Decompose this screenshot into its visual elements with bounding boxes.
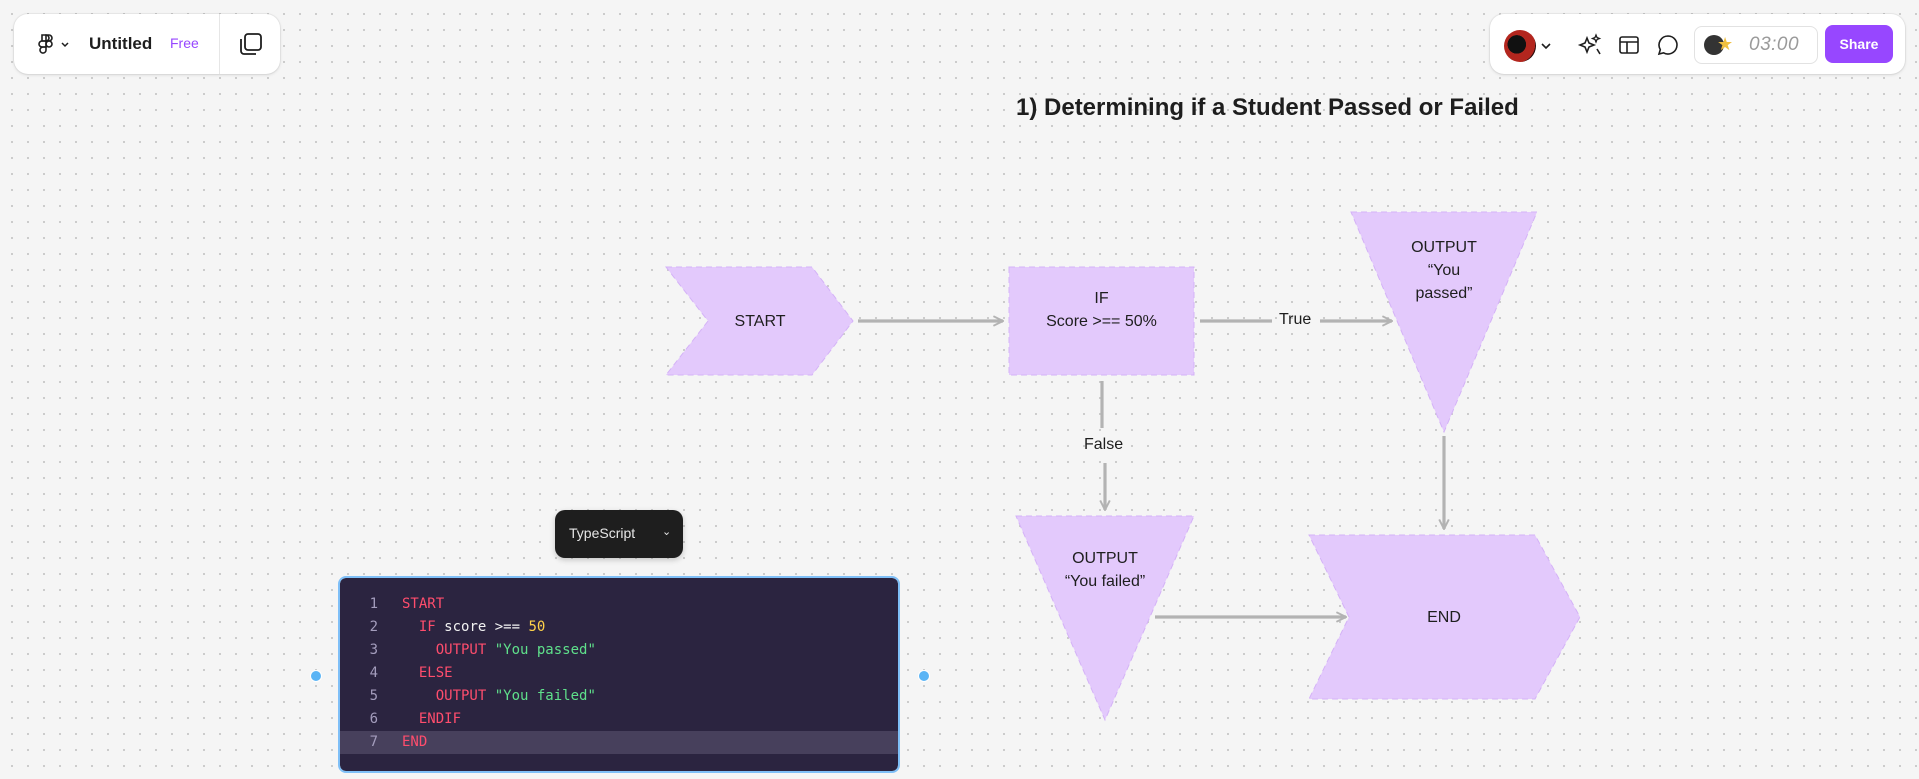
line-number: 3 bbox=[369, 642, 378, 658]
code-line: 5 OUTPUT "You failed" bbox=[340, 685, 898, 708]
code-block[interactable]: 1 START 2 IF score >== 50 3 OUTPUT "You … bbox=[338, 576, 900, 773]
line-number: 1 bbox=[369, 596, 378, 612]
start-shape[interactable] bbox=[664, 266, 854, 376]
pages-icon bbox=[240, 33, 262, 55]
keyword: IF bbox=[418, 619, 436, 635]
keyword: OUTPUT bbox=[435, 688, 487, 704]
timer-widget[interactable]: ★ 03:00 bbox=[1694, 26, 1818, 64]
share-button[interactable]: Share bbox=[1825, 25, 1893, 63]
plan-badge[interactable]: Free bbox=[170, 35, 199, 51]
main-menu-button[interactable] bbox=[36, 32, 76, 56]
string-literal: "You passed" bbox=[494, 642, 596, 658]
comments-button[interactable] bbox=[1655, 32, 1681, 58]
resize-handle-right[interactable] bbox=[918, 670, 930, 682]
chevron-down-icon bbox=[61, 42, 69, 48]
output-failed-shape[interactable] bbox=[1015, 515, 1195, 722]
code-line: 3 OUTPUT "You passed" bbox=[340, 639, 898, 662]
if-label-line1: IF bbox=[1094, 290, 1109, 307]
comment-icon bbox=[1657, 35, 1678, 56]
timer-user-icon bbox=[1704, 35, 1724, 55]
if-label-line2: Score >== 50% bbox=[1046, 313, 1157, 330]
layout-icon bbox=[1619, 36, 1639, 54]
number-literal: 50 bbox=[528, 619, 546, 635]
output-passed-label-line3: passed” bbox=[1415, 285, 1473, 302]
keyword: OUTPUT bbox=[435, 642, 487, 658]
line-number: 7 bbox=[369, 734, 378, 750]
code-line-active: 7 END bbox=[340, 731, 898, 754]
line-number: 4 bbox=[369, 665, 378, 681]
output-failed-label-line1: OUTPUT bbox=[1072, 550, 1138, 567]
output-failed-label-line2: “You failed” bbox=[1064, 573, 1146, 590]
pages-button[interactable] bbox=[236, 30, 266, 58]
output-passed-shape[interactable] bbox=[1350, 211, 1538, 434]
output-passed-label-line1: OUTPUT bbox=[1411, 239, 1477, 256]
chevron-down-icon: ⌄ bbox=[662, 526, 672, 538]
end-label: END bbox=[1427, 609, 1461, 626]
file-toolbar: Untitled Free bbox=[14, 14, 280, 74]
resize-handle-left[interactable] bbox=[310, 670, 322, 682]
true-edge-label[interactable]: True bbox=[1279, 311, 1312, 328]
end-shape[interactable] bbox=[1308, 534, 1581, 700]
document-title[interactable]: Untitled bbox=[89, 34, 153, 53]
line-number: 5 bbox=[369, 688, 378, 704]
keyword: ELSE bbox=[418, 665, 453, 681]
star-icon: ★ bbox=[1717, 34, 1734, 54]
line-number: 2 bbox=[369, 619, 378, 635]
ai-sparkle-button[interactable] bbox=[1577, 32, 1603, 58]
false-edge-label[interactable]: False bbox=[1084, 436, 1124, 453]
start-label: START bbox=[734, 313, 786, 330]
keyword: ENDIF bbox=[418, 711, 462, 727]
templates-button[interactable] bbox=[1616, 32, 1642, 58]
string-literal: "You failed" bbox=[494, 688, 596, 704]
code-text: score >== bbox=[444, 619, 521, 635]
if-decision-shape[interactable] bbox=[1008, 266, 1195, 376]
keyword: START bbox=[402, 596, 445, 612]
code-line: 2 IF score >== 50 bbox=[340, 616, 898, 639]
chevron-down-icon[interactable] bbox=[1540, 36, 1552, 56]
language-label: TypeScript bbox=[569, 525, 636, 541]
user-avatar[interactable] bbox=[1504, 30, 1536, 62]
figma-logo-icon bbox=[38, 34, 69, 54]
sparkle-icon bbox=[1577, 33, 1602, 55]
language-selector[interactable]: TypeScript ⌄ bbox=[555, 510, 683, 558]
code-line: 6 ENDIF bbox=[340, 708, 898, 731]
section-heading[interactable]: 1) Determining if a Student Passed or Fa… bbox=[1016, 94, 1519, 121]
line-number: 6 bbox=[369, 711, 378, 727]
keyword: END bbox=[402, 734, 428, 750]
timer-text: 03:00 bbox=[1749, 34, 1800, 55]
collaboration-toolbar: ★ 03:00 Share bbox=[1490, 14, 1905, 74]
output-passed-label-line2: “You bbox=[1427, 262, 1461, 279]
toolbar-divider bbox=[219, 14, 220, 74]
code-line: 1 START bbox=[340, 593, 898, 616]
code-line: 4 ELSE bbox=[340, 662, 898, 685]
